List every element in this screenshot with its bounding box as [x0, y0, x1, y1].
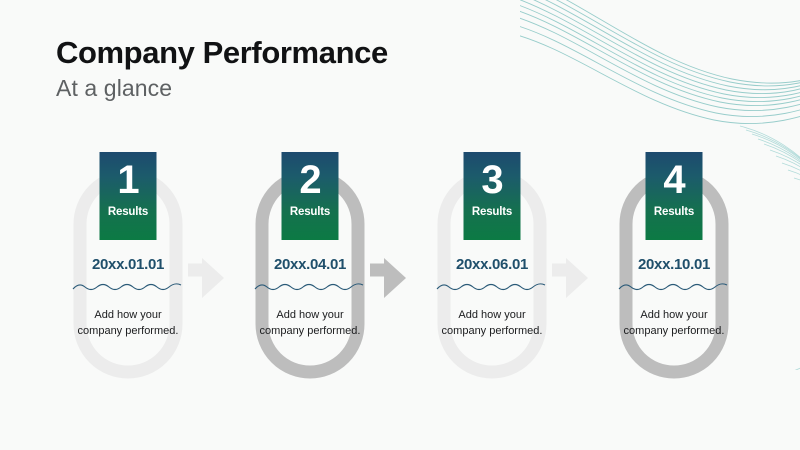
page-title: Company Performance	[56, 35, 388, 70]
stage-description-1: Add how your company performed.	[77, 309, 179, 337]
stage-badge-label-2: Results	[289, 206, 331, 218]
teal-swoosh-decoration	[520, 0, 800, 125]
stage-description-4: Add how your company performed.	[623, 309, 725, 337]
stage-number-2: 2	[299, 158, 321, 202]
stage-date-4: 20xx.10.01	[637, 256, 711, 273]
timeline-stage-1[interactable]: 1 Results 20xx.01.01 Add how your compan…	[40, 140, 224, 410]
stage-badge-4: 4 Results	[645, 152, 703, 240]
stage-badge-2: 2 Results	[281, 152, 339, 240]
stage-badge-label-4: Results	[653, 206, 695, 218]
stage-badge-3: 3 Results	[463, 152, 521, 240]
stage-badge-label-1: Results	[107, 206, 149, 218]
stage-description-2: Add how your company performed.	[259, 309, 361, 337]
timeline-stage-3[interactable]: 3 Results 20xx.06.01 Add how your compan…	[404, 140, 588, 410]
wave-divider-1	[72, 283, 182, 291]
stage-date-2: 20xx.04.01	[273, 256, 347, 273]
wave-divider-4	[618, 283, 728, 291]
stage-description-3: Add how your company performed.	[441, 309, 543, 337]
stage-date-1: 20xx.01.01	[91, 256, 165, 273]
timeline-stage-4[interactable]: 4 Results 20xx.10.01 Add how your compan…	[586, 140, 762, 410]
stage-number-1: 1	[117, 158, 139, 202]
stage-number-4: 4	[663, 158, 685, 202]
stage-number-3: 3	[481, 158, 503, 202]
page-subtitle: At a glance	[56, 74, 173, 101]
stage-badge-label-3: Results	[471, 206, 513, 218]
stage-badge-1: 1 Results	[99, 152, 157, 240]
page-header: Company Performance At a glance	[56, 34, 388, 104]
timeline: 1 Results 20xx.01.01 Add how your compan…	[0, 140, 800, 410]
wave-divider-2	[254, 283, 364, 291]
timeline-stage-2[interactable]: 2 Results 20xx.04.01 Add how your compan…	[222, 140, 406, 410]
wave-divider-3	[436, 283, 546, 291]
stage-date-3: 20xx.06.01	[455, 256, 529, 273]
